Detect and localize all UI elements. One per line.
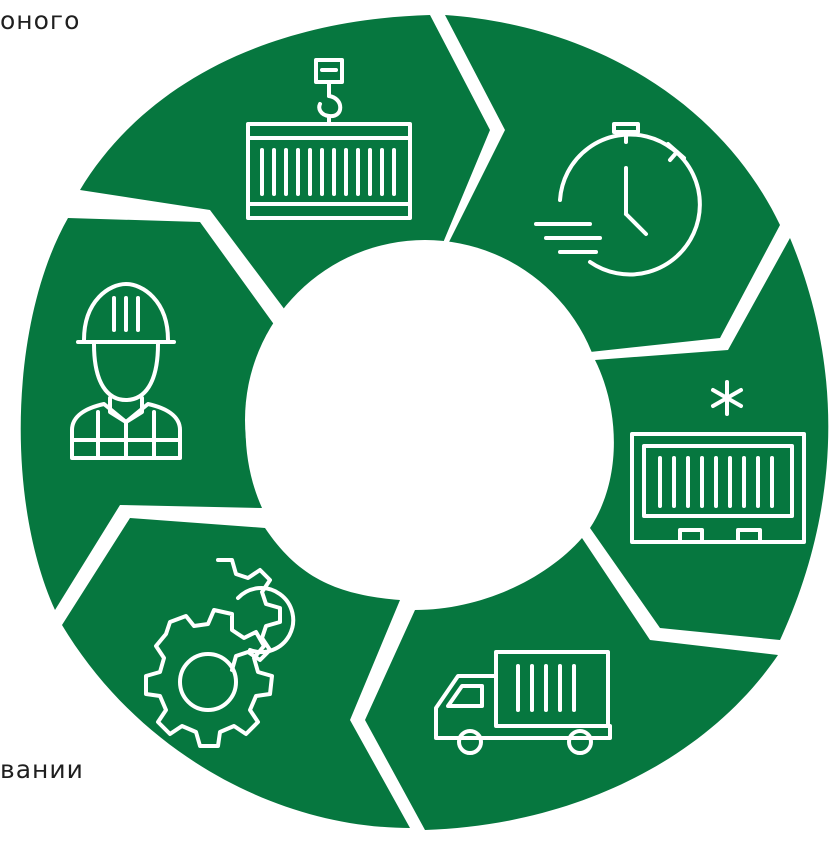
stopwatch-icon xyxy=(534,122,702,277)
gears-icon xyxy=(144,558,296,748)
delivery-truck-icon xyxy=(434,650,612,755)
segment-4 xyxy=(365,538,778,830)
text-fragment-bottom: вании xyxy=(0,755,84,784)
cycle-segments xyxy=(20,15,829,830)
center-hole xyxy=(245,240,605,600)
construction-worker-icon xyxy=(70,282,182,460)
crane-hook-container-icon xyxy=(246,58,412,220)
segment-2 xyxy=(445,15,780,352)
text-fragment-top: оного xyxy=(0,6,81,35)
segment-6 xyxy=(20,218,278,610)
refrigerated-container-icon xyxy=(630,380,806,544)
segment-3 xyxy=(590,238,829,640)
